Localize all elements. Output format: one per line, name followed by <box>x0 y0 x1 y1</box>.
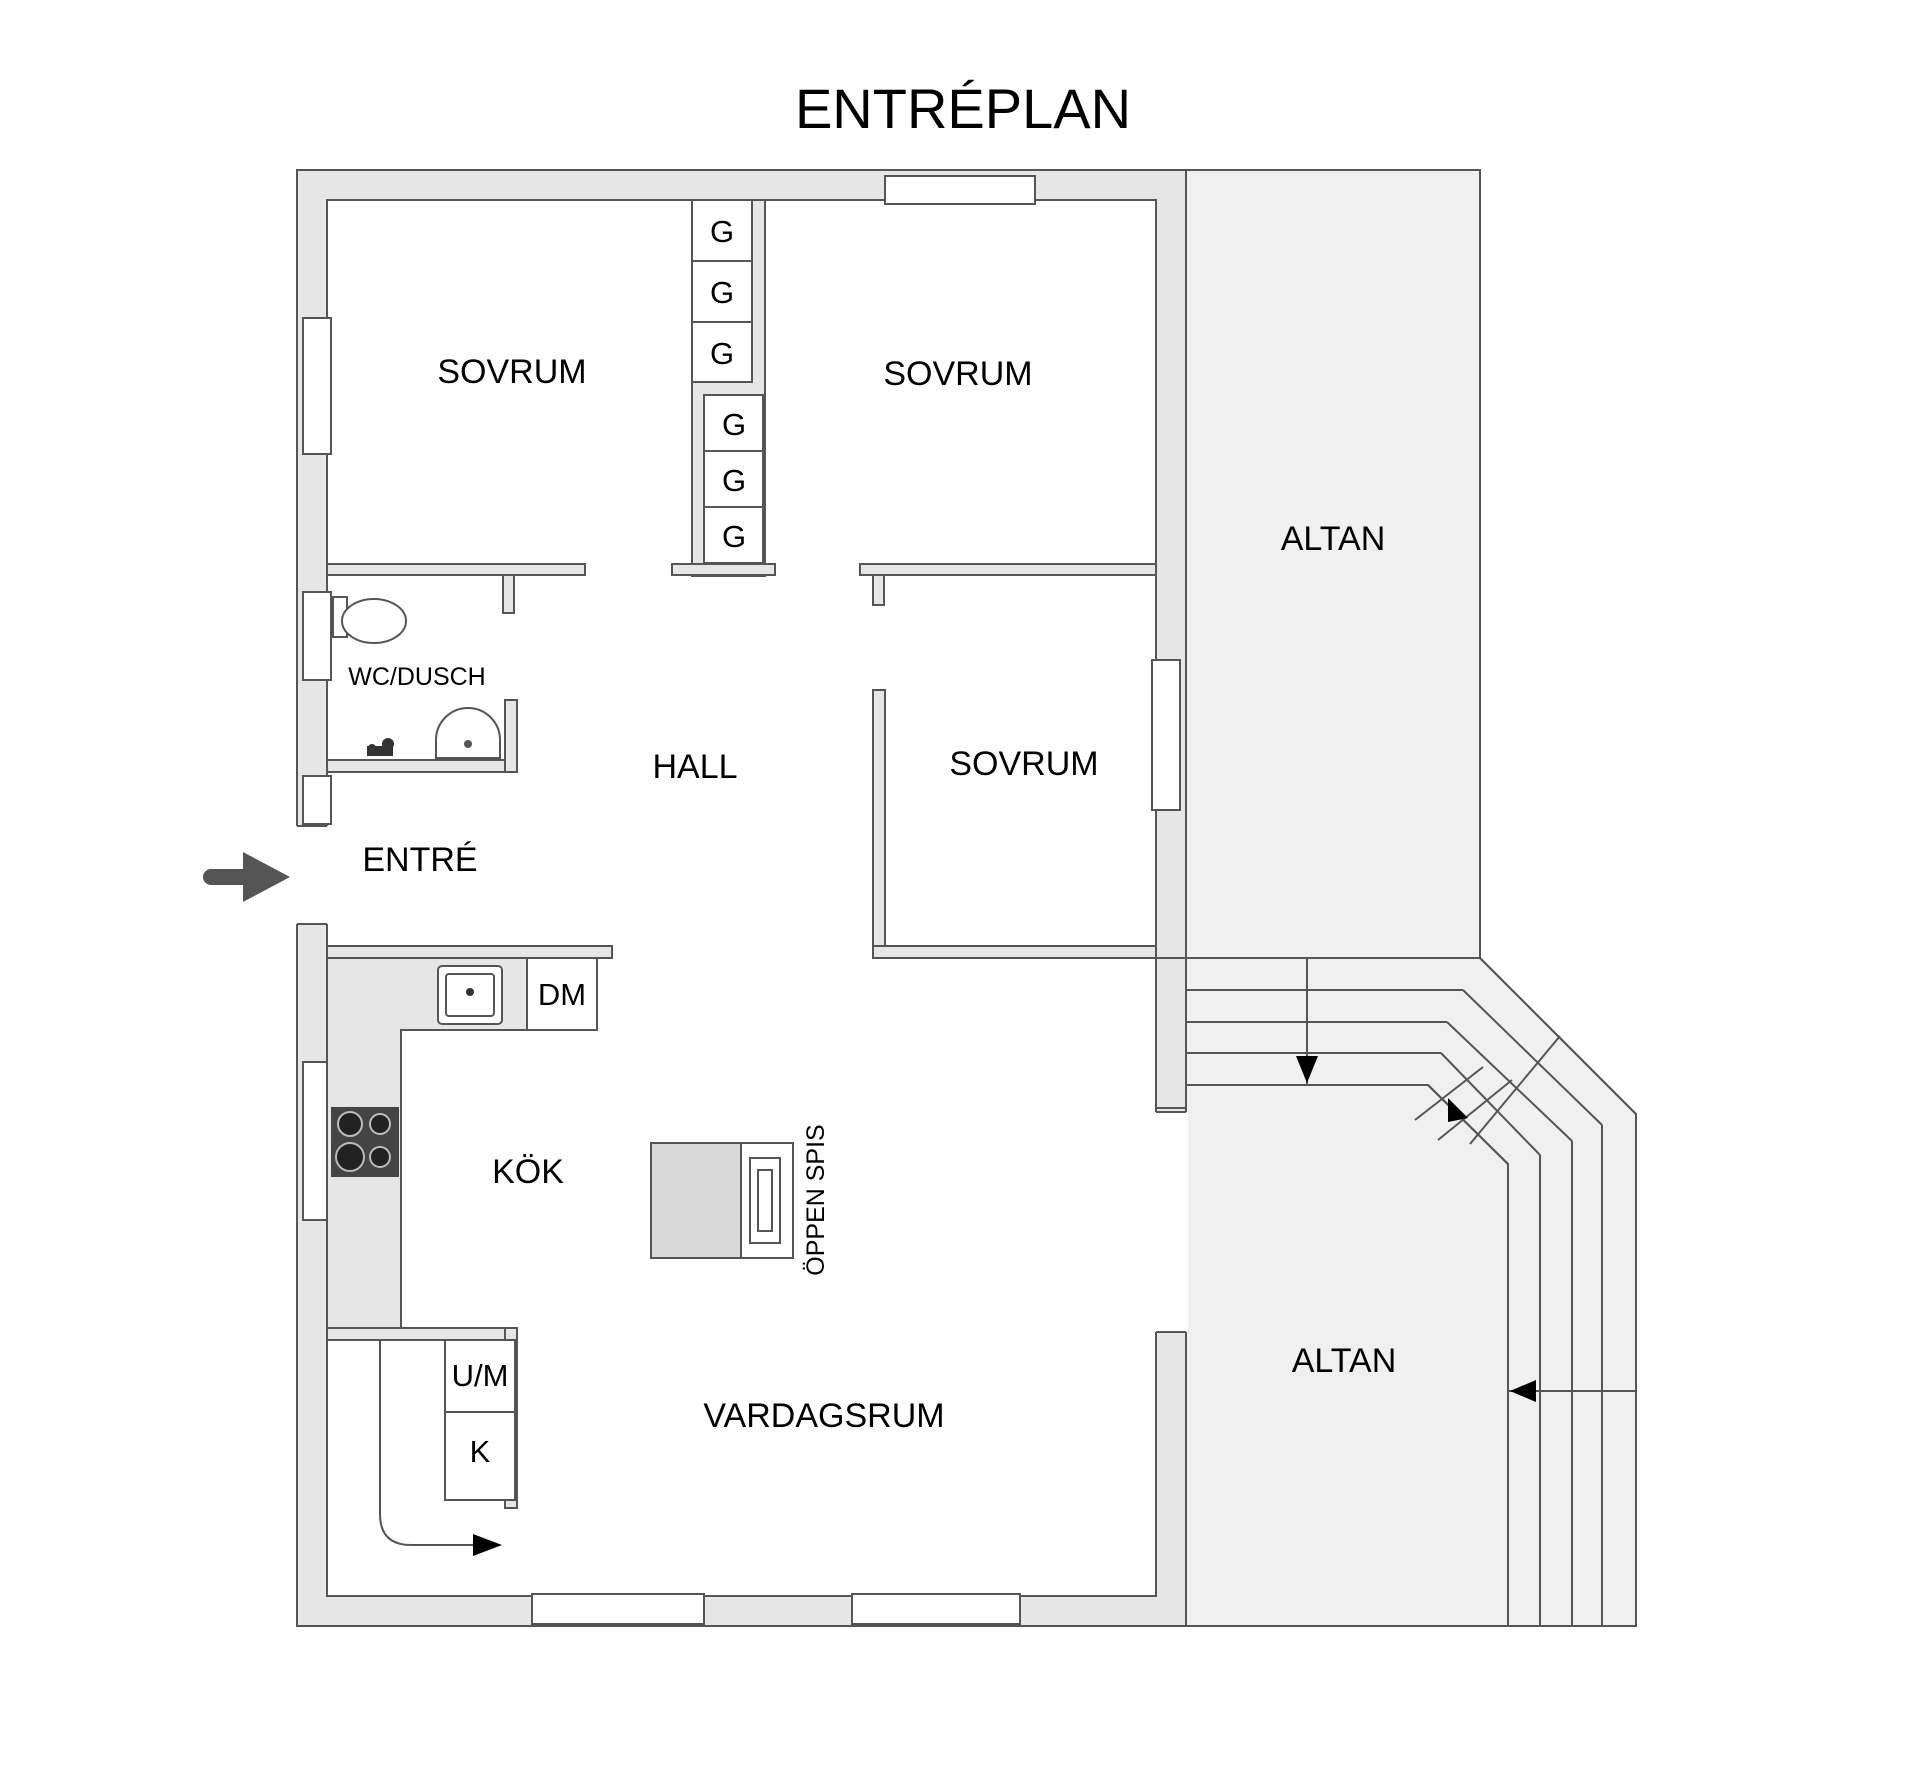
kitchen-counter: DM <box>326 957 598 1329</box>
wardrobes: G G G G G G <box>691 199 764 564</box>
room-label-entrance: ENTRÉ <box>362 841 477 879</box>
wardrobe-label: G <box>710 336 734 371</box>
stove-icon <box>331 1107 399 1177</box>
dishwasher-label: DM <box>538 977 586 1012</box>
fridge-label: K <box>470 1434 491 1469</box>
toilet-icon <box>332 596 407 644</box>
deck-upper-label: ALTAN <box>1281 520 1386 558</box>
shower-mixer-icon <box>367 738 394 756</box>
kitchen-sink-icon <box>437 965 503 1025</box>
deck-area: ALTAN ALTAN <box>1185 169 1637 1627</box>
windows <box>302 175 1181 1625</box>
wardrobe-label: G <box>722 519 746 554</box>
oven-micro-label: U/M <box>452 1358 509 1393</box>
wardrobe-label: G <box>710 214 734 249</box>
stair-arrow-icon <box>1510 1380 1536 1402</box>
stair-arrow-icon <box>1296 990 1318 1083</box>
deck-upper <box>1185 169 1481 959</box>
entrance-arrow-icon <box>203 852 290 902</box>
washbasin-icon <box>435 707 501 759</box>
wardrobe-label: G <box>722 407 746 442</box>
room-label-bedroom-middle: SOVRUM <box>949 745 1098 783</box>
room-label-living: VARDAGSRUM <box>703 1397 944 1435</box>
deck-lower <box>1185 957 1637 1627</box>
room-label-wc: WC/DUSCH <box>348 663 486 691</box>
room-label-bedroom-top-right: SOVRUM <box>883 355 1032 393</box>
fireplace-icon: ÖPPEN SPIS <box>650 1124 830 1276</box>
wardrobe-label: G <box>710 275 734 310</box>
plan-title: ENTRÉPLAN <box>795 77 1131 140</box>
fireplace-label: ÖPPEN SPIS <box>802 1124 830 1275</box>
room-label-hall: HALL <box>652 748 737 786</box>
stair-arrow-icon <box>1448 1098 1468 1122</box>
room-label-bedroom-top-left: SOVRUM <box>437 353 586 391</box>
tall-cabinets: U/M K <box>379 1339 516 1556</box>
room-label-kitchen: KÖK <box>492 1153 564 1191</box>
deck-lower-label: ALTAN <box>1292 1342 1397 1380</box>
wardrobe-label: G <box>722 463 746 498</box>
